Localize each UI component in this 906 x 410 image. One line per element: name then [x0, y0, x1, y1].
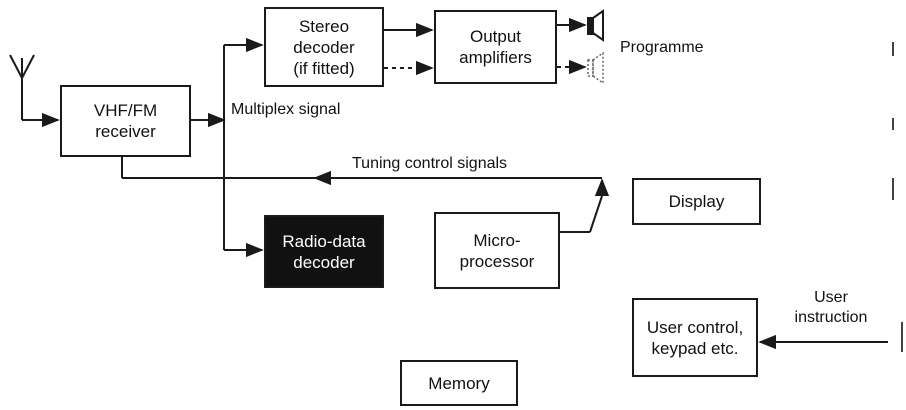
speaker-dotted-icon [587, 51, 604, 85]
output-amplifiers-block: Output amplifiers [434, 10, 557, 84]
user-control-block: User control, keypad etc. [632, 298, 758, 377]
tuning-control-signals-label: Tuning control signals [352, 155, 508, 172]
user-instruction-label: User instruction [794, 289, 868, 326]
edge-marks [892, 42, 903, 352]
display-block: Display [632, 178, 761, 225]
radio-data-decoder-block: Radio-data decoder [264, 215, 384, 288]
programme-label: Programme [620, 39, 704, 56]
stereo-decoder-block: Stereo decoder (if fitted) [264, 7, 384, 87]
speaker-icon [587, 9, 604, 42]
antenna-icon [9, 54, 60, 128]
multiplex-signal-label: Multiplex signal [231, 101, 341, 118]
vhf-fm-receiver-block: VHF/FM receiver [60, 85, 191, 157]
microprocessor-block: Micro- processor [434, 212, 560, 289]
memory-block: Memory [400, 360, 518, 406]
